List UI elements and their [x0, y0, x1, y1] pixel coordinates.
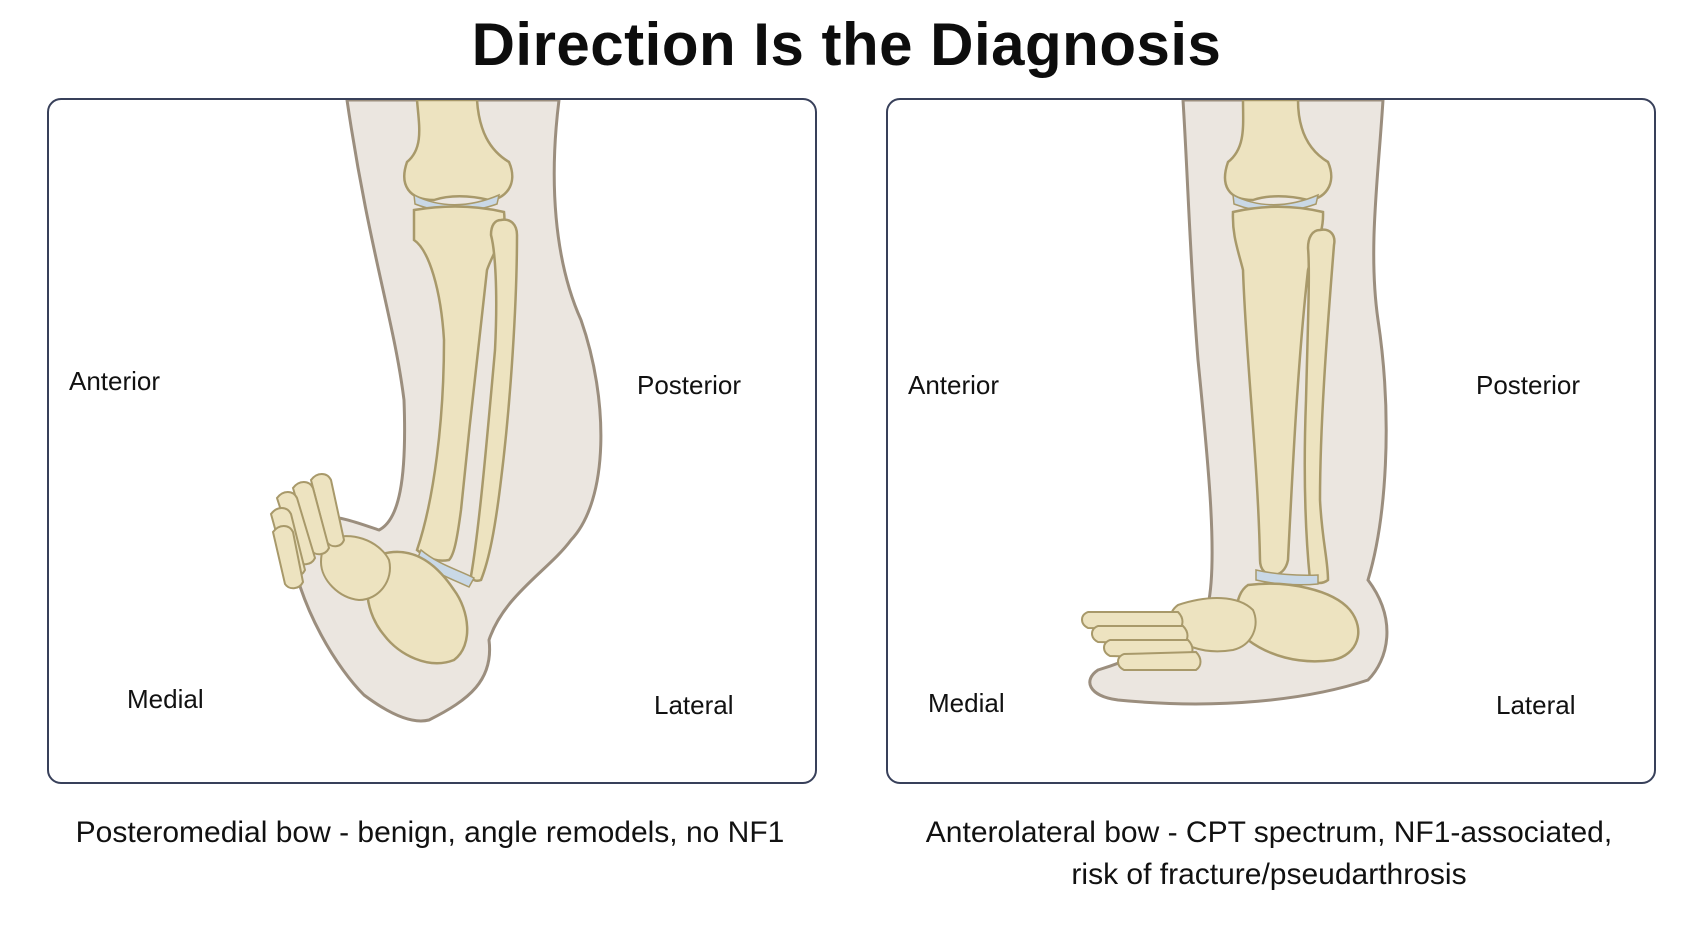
label-anterior: Anterior	[69, 366, 161, 396]
label-anterior: Anterior	[908, 370, 1000, 400]
calcaneus-bone	[365, 550, 469, 665]
ankle-cartilage	[1255, 569, 1319, 586]
femur-bone	[403, 100, 514, 202]
label-lateral: Lateral	[654, 690, 734, 720]
posteromedial-bow-panel: Anterior Posterior Medial Lateral	[47, 98, 817, 784]
caption-line: risk of fracture/pseudarthrosis	[1071, 858, 1467, 891]
posteromedial-caption: Posteromedial bow - benign, angle remode…	[47, 812, 813, 854]
label-posterior: Posterior	[1476, 370, 1581, 400]
toe-bones-5	[271, 525, 305, 590]
femur-bone	[1223, 100, 1333, 202]
toe-bones-4	[1117, 650, 1202, 671]
label-posterior: Posterior	[637, 370, 742, 400]
anterolateral-caption: Anterolateral bow - CPT spectrum, NF1-as…	[886, 812, 1652, 896]
caption-line: Anterolateral bow - CPT spectrum, NF1-as…	[925, 816, 1613, 849]
page-title: Direction Is the Diagnosis	[471, 11, 1222, 78]
label-medial: Medial	[928, 688, 1005, 718]
anterolateral-leg-illustration	[1081, 100, 1389, 706]
caption-line: Posteromedial bow - benign, angle remode…	[75, 816, 785, 849]
label-lateral: Lateral	[1496, 690, 1576, 720]
anterolateral-bow-panel: Anterior Posterior Medial Lateral	[886, 98, 1656, 784]
fibula-bone	[469, 218, 519, 583]
posteromedial-leg-illustration	[269, 100, 603, 723]
toe-bones-1	[309, 473, 346, 548]
label-medial: Medial	[127, 684, 204, 714]
